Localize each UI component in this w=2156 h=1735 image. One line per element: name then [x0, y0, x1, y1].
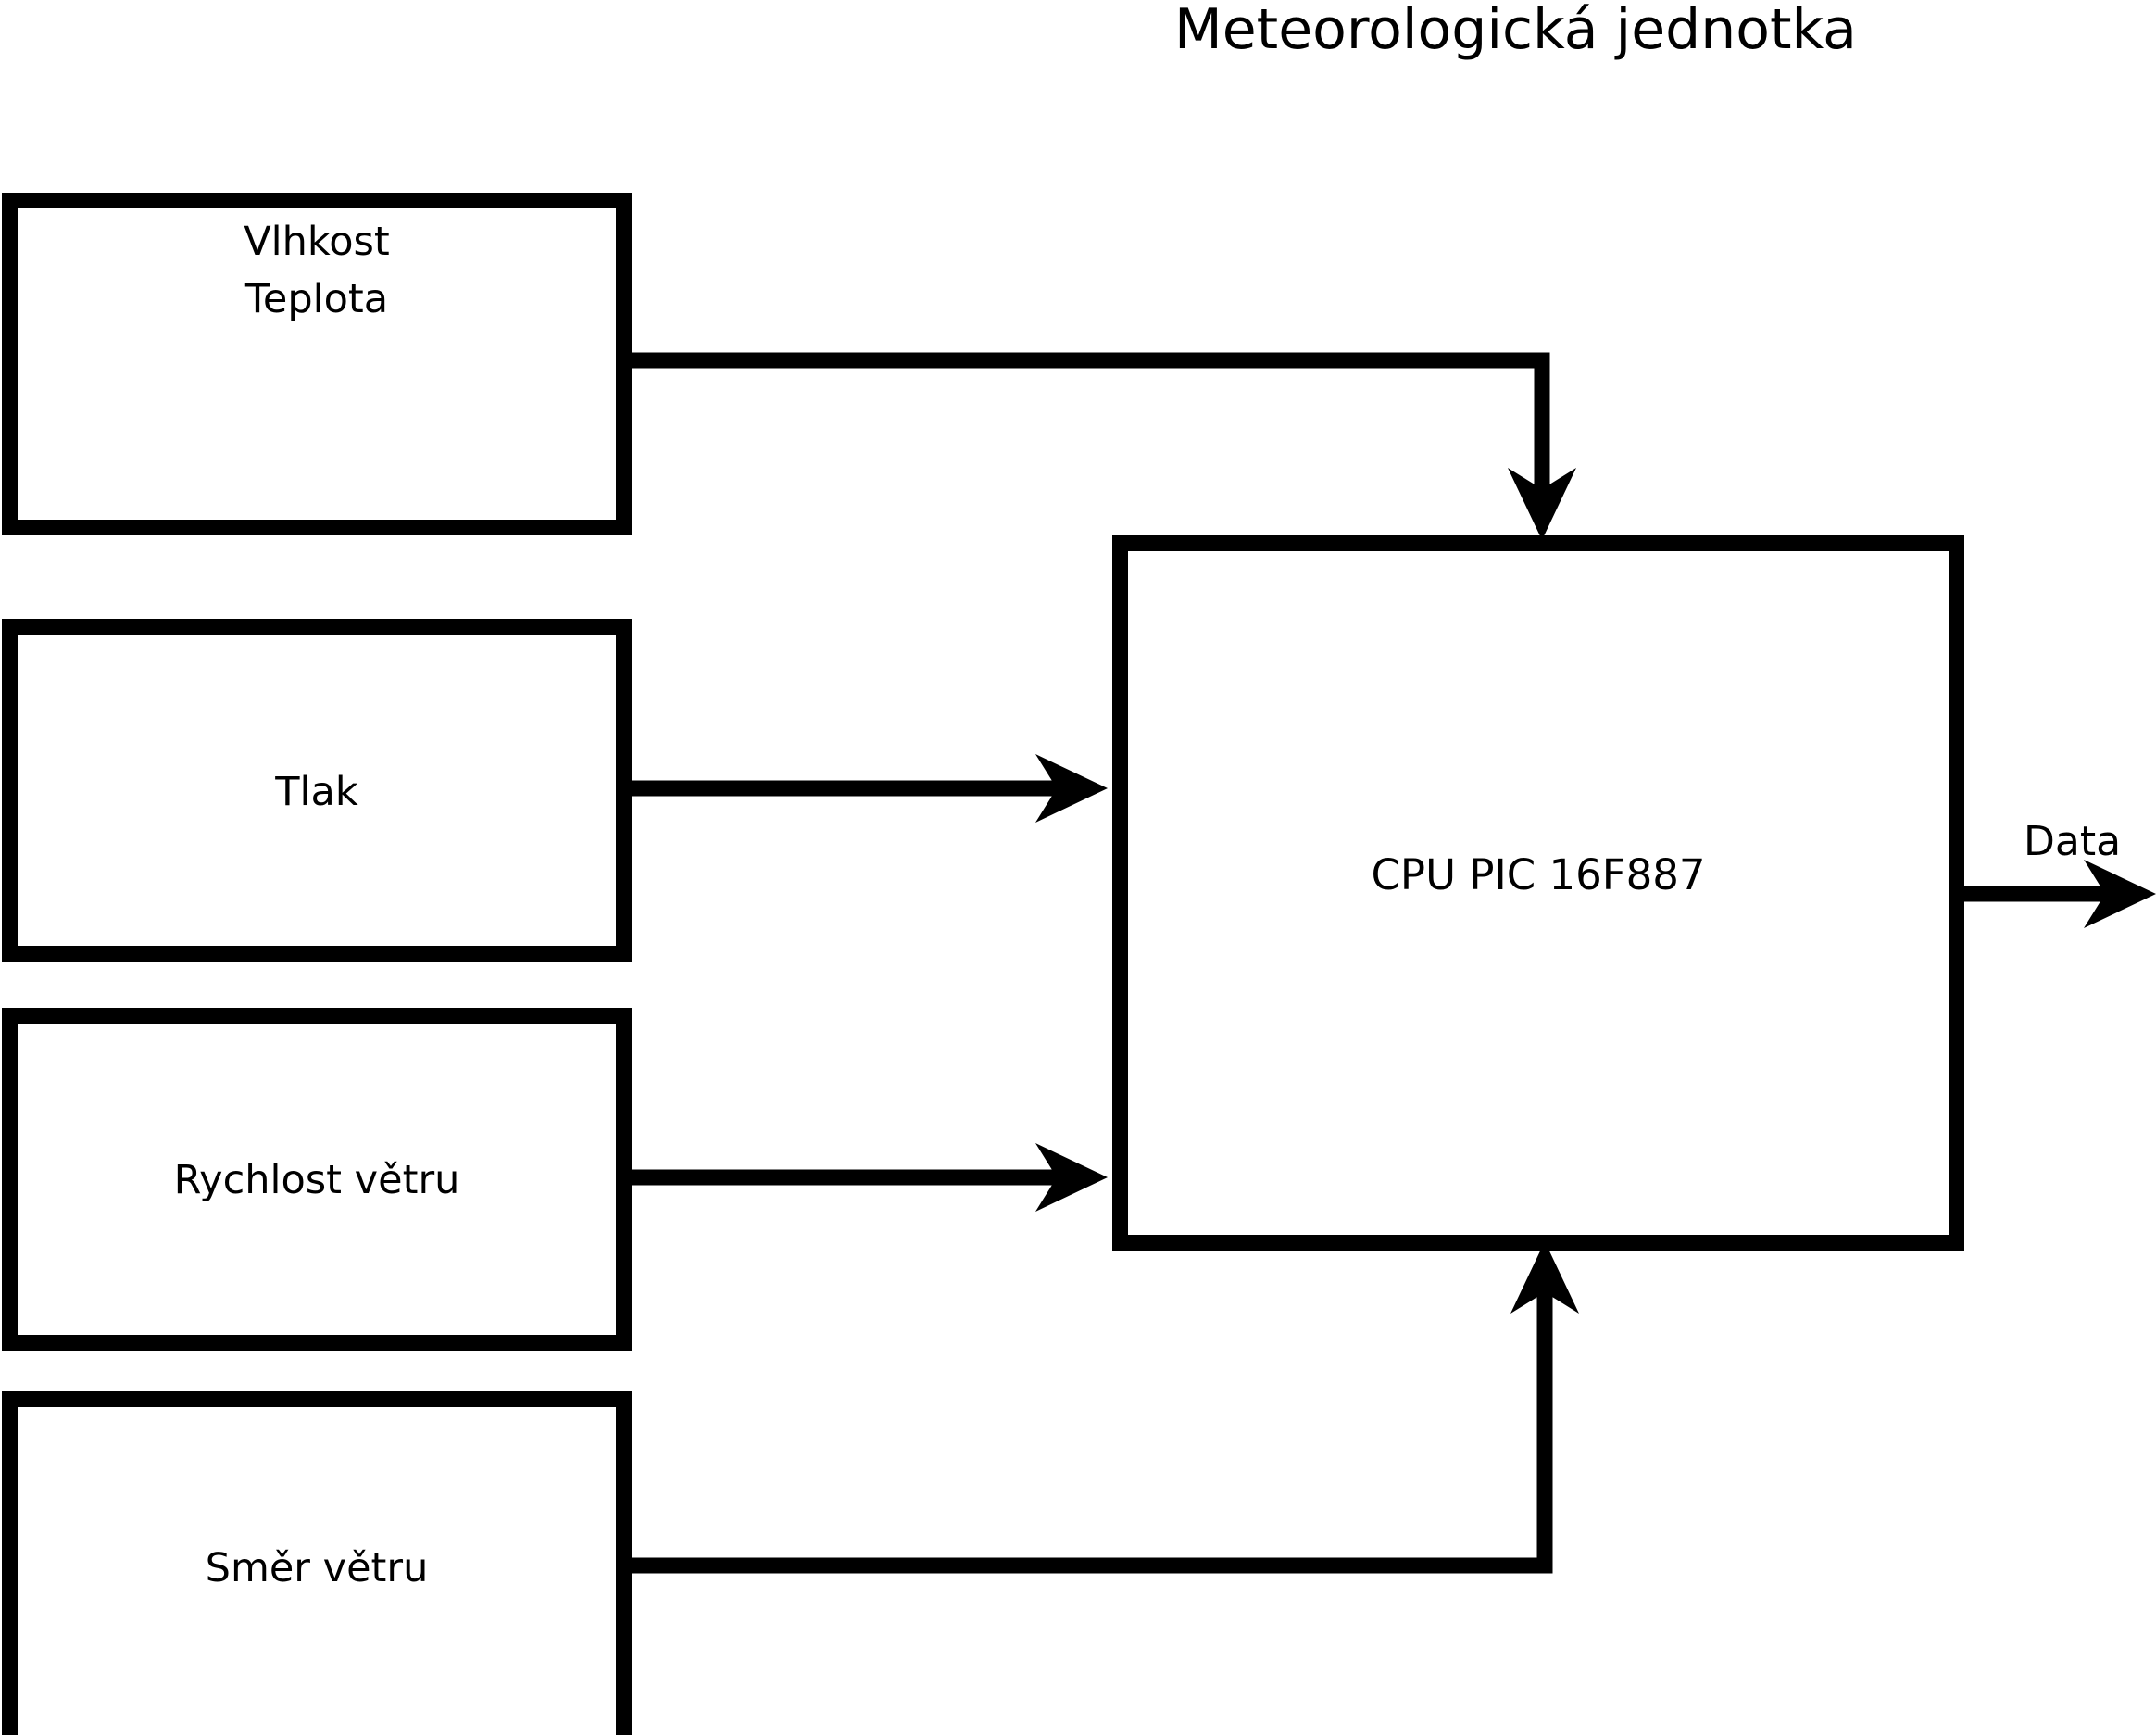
edge-wind-direction-to-cpu	[624, 1241, 1579, 1574]
diagram-title: Meteorologická jednotka	[1174, 0, 1857, 62]
arrow-head-right-icon	[1035, 754, 1108, 823]
arrow-head-up-icon	[1510, 1241, 1579, 1314]
node-label-line2: Teplota	[244, 276, 388, 322]
node-box[interactable]	[2, 193, 632, 535]
edge-label-data: Data	[2024, 818, 2121, 865]
edge-humidity-to-cpu	[624, 352, 1576, 540]
node-label: Směr větru	[206, 1545, 429, 1591]
node-box[interactable]	[1112, 535, 1964, 1251]
arrow-head-right-icon	[2084, 860, 2156, 928]
node-humidity-temperature[interactable]: Vlhkost Teplota	[2, 193, 632, 535]
node-label-line1: Vlhkost	[244, 219, 390, 265]
node-label: Rychlost větru	[174, 1157, 460, 1203]
edge-line	[624, 352, 1550, 505]
node-pressure[interactable]: Tlak	[2, 619, 632, 962]
node-wind-speed[interactable]: Rychlost větru	[2, 1008, 632, 1351]
arrow-head-right-icon	[1035, 1143, 1108, 1212]
node-box[interactable]	[2, 1391, 632, 1735]
node-cpu[interactable]: CPU PIC 16F887	[1112, 535, 1964, 1251]
node-label: Tlak	[274, 769, 358, 815]
node-wind-direction[interactable]: Směr větru	[2, 1391, 632, 1735]
node-label: CPU PIC 16F887	[1372, 850, 1706, 899]
node-box[interactable]	[2, 1008, 632, 1351]
edge-line	[624, 1283, 1553, 1574]
edge-wind-speed-to-cpu	[624, 1143, 1108, 1212]
node-box[interactable]	[2, 619, 632, 962]
arrow-head-down-icon	[1508, 468, 1576, 540]
edge-pressure-to-cpu	[624, 754, 1108, 823]
edge-cpu-to-data-output: Data	[1956, 818, 2156, 928]
